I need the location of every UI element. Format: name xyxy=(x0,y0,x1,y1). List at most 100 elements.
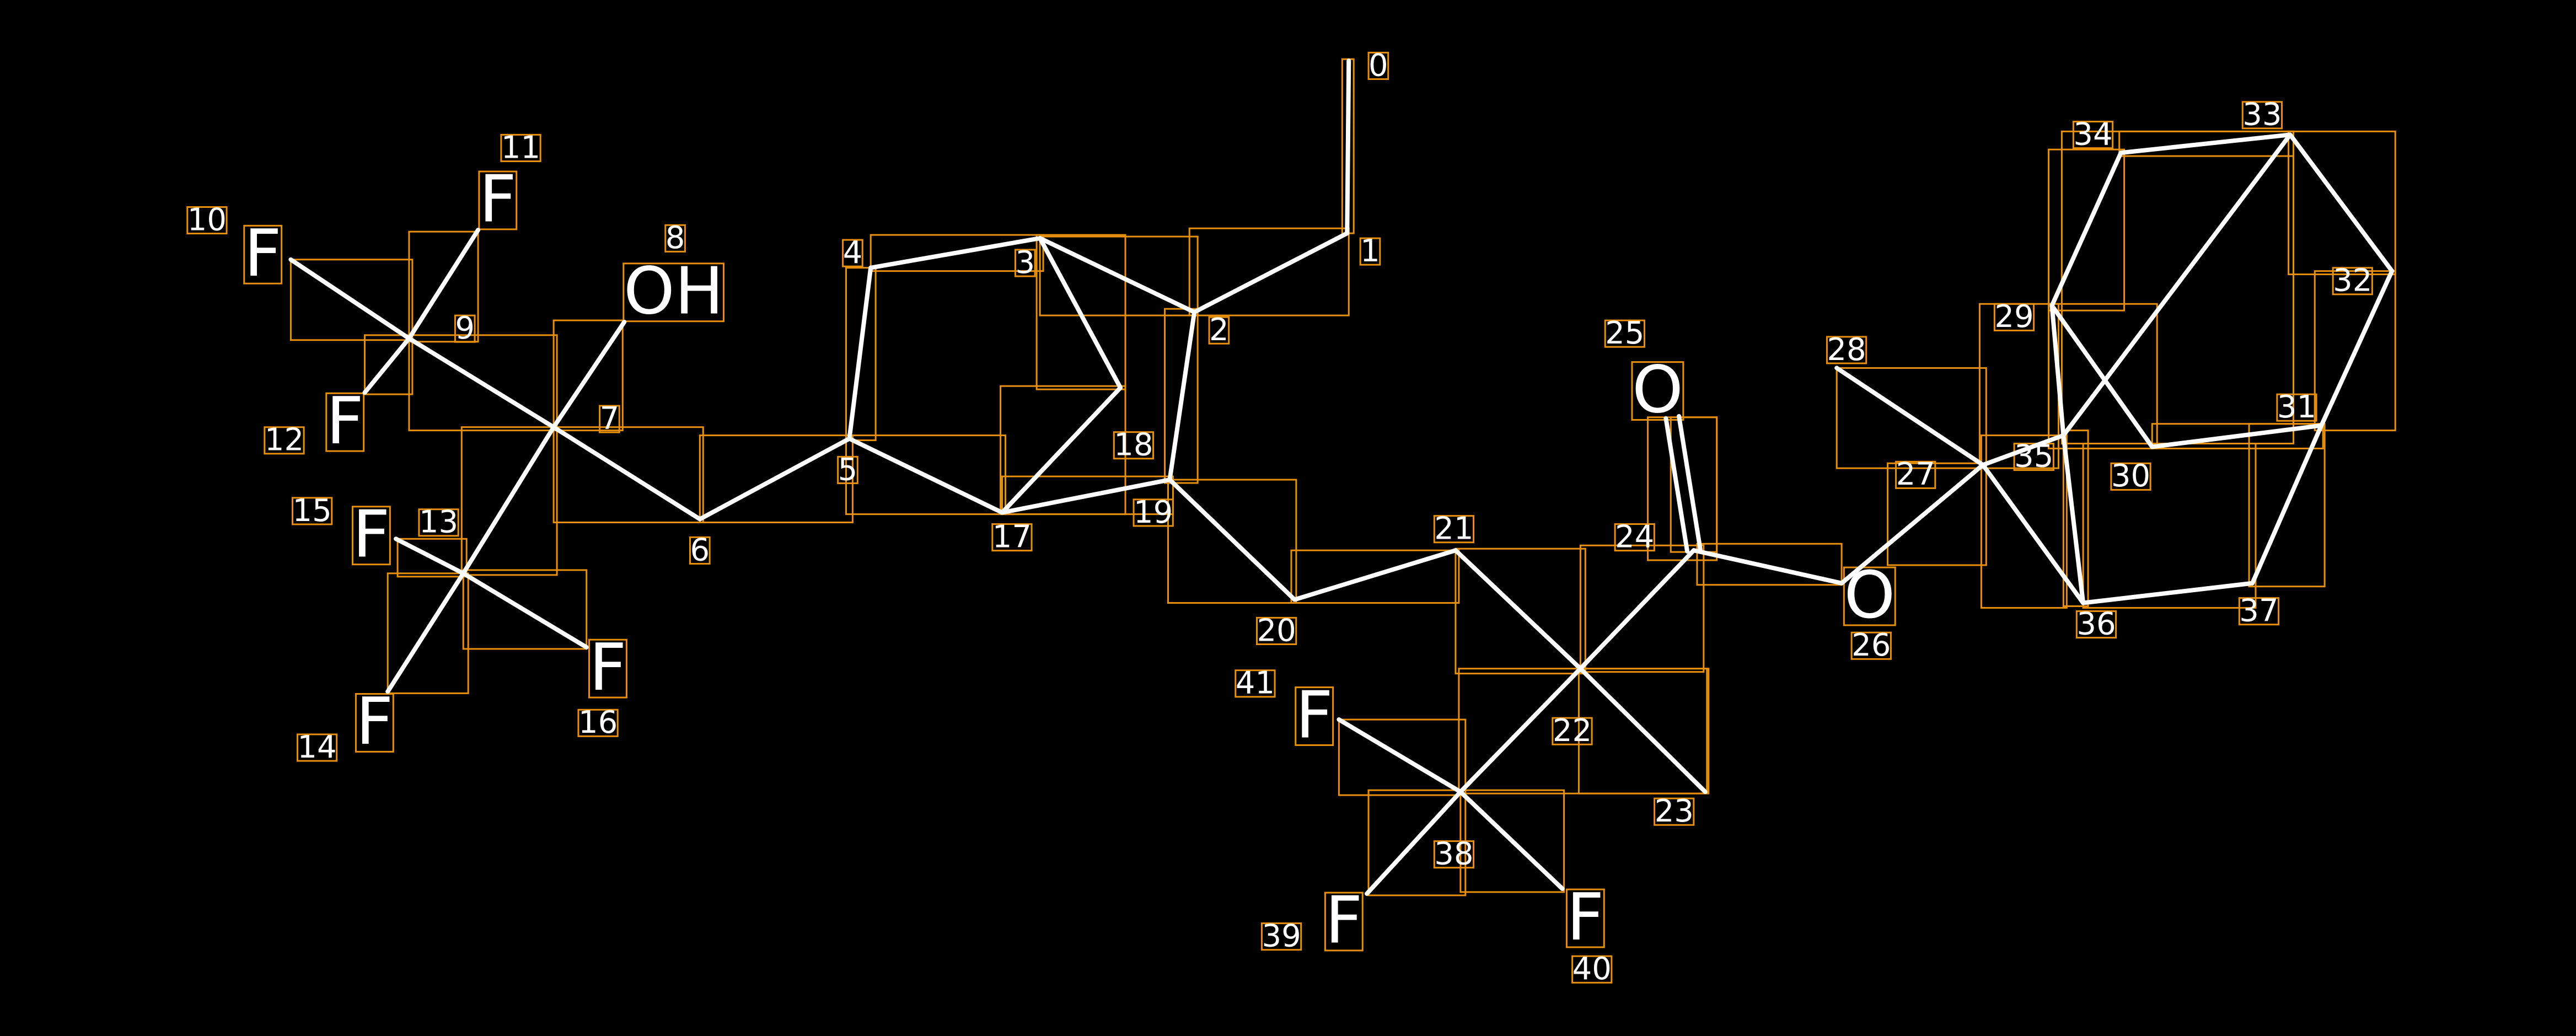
atom-index-box-17 xyxy=(991,523,1033,552)
annotation-box xyxy=(845,434,1007,516)
annotation-box xyxy=(1696,543,1843,586)
atom-index-12: 12 xyxy=(265,422,304,458)
atom-index-7: 7 xyxy=(600,401,620,437)
annotation-box xyxy=(1035,234,1126,390)
atom-label-box-39 xyxy=(1324,892,1364,952)
atom-index-37: 37 xyxy=(2239,593,2278,629)
atom-label-15: F xyxy=(352,496,390,572)
annotation-box xyxy=(699,434,854,524)
annotation-box xyxy=(2288,130,2396,276)
annotation-box xyxy=(408,230,479,343)
atom-label-11: F xyxy=(479,161,517,237)
atom-label-box-26 xyxy=(1843,566,1896,626)
bond-5-17 xyxy=(847,436,1005,515)
annotation-box xyxy=(2082,442,2257,609)
atom-index-3: 3 xyxy=(1015,245,1035,281)
atom-label-8: OH xyxy=(624,253,724,329)
bond-7-13 xyxy=(461,425,556,576)
atom-index-box-4 xyxy=(842,239,863,267)
atom-index-box-18 xyxy=(1113,431,1155,460)
bond-20-21 xyxy=(1292,548,1458,602)
bond-4-5 xyxy=(847,265,873,441)
atom-index-15: 15 xyxy=(292,493,331,529)
atom-index-box-21 xyxy=(1433,515,1475,544)
bond-19-20 xyxy=(1167,477,1297,602)
bond-22-23 xyxy=(1578,666,1708,795)
atom-label-box-11 xyxy=(478,170,518,230)
atom-label-26: O xyxy=(1844,557,1895,633)
atom-index-box-7 xyxy=(599,405,620,433)
atom-index-box-12 xyxy=(264,426,305,455)
atom-index-24: 24 xyxy=(1615,519,1654,555)
atom-index-box-19 xyxy=(1133,498,1174,527)
atom-label-box-8 xyxy=(622,262,724,323)
bond-2-3 xyxy=(1038,236,1197,315)
annotation-box xyxy=(1579,544,1705,673)
annotation-box xyxy=(870,234,1044,272)
bond-27-28 xyxy=(1834,366,1985,468)
atom-index-box-10 xyxy=(186,206,228,235)
atom-index-32: 32 xyxy=(2333,263,2372,299)
atom-index-1: 1 xyxy=(1360,233,1380,269)
atom-index-box-16 xyxy=(577,708,619,737)
bond-9-12 xyxy=(362,336,411,395)
bond-30-31 xyxy=(2150,423,2324,449)
annotation-box xyxy=(289,259,414,341)
atom-label-box-10 xyxy=(243,224,283,285)
annotation-boxes xyxy=(186,51,2396,984)
bond-7-9 xyxy=(406,336,556,430)
atom-label-40: F xyxy=(1566,879,1604,955)
annotation-box xyxy=(462,569,588,650)
atom-index-18: 18 xyxy=(1114,427,1153,463)
atom-index-8: 8 xyxy=(666,220,685,256)
atom-index-box-35 xyxy=(2013,443,2054,471)
bond-27-35 xyxy=(1981,433,2066,468)
annotation-box xyxy=(552,319,624,432)
bond-31-32 xyxy=(2319,269,2395,428)
atom-index-box-36 xyxy=(2075,610,2117,639)
atom-label-12: F xyxy=(326,383,364,459)
bond-9-11 xyxy=(406,228,481,341)
bond-33-34 xyxy=(2118,132,2293,155)
annotation-box xyxy=(2151,423,2324,449)
annotation-box xyxy=(387,572,469,694)
atom-index-box-6 xyxy=(689,536,711,565)
atom-index-box-41 xyxy=(1235,669,1276,698)
atom-index-box-34 xyxy=(2072,121,2114,149)
atom-index-box-39 xyxy=(1260,922,1302,951)
atom-index-box-3 xyxy=(1014,249,1036,277)
atom-index-22: 22 xyxy=(1553,713,1592,749)
atom-index-2: 2 xyxy=(1209,312,1229,348)
atom-index-box-24 xyxy=(1614,523,1655,552)
annotation-box xyxy=(1001,475,1174,516)
annotation-box xyxy=(396,538,468,578)
bonds-layer xyxy=(288,58,2395,896)
atom-index-30: 30 xyxy=(2111,458,2150,494)
atom-label-41: F xyxy=(1296,677,1333,753)
atom-index-11: 11 xyxy=(501,130,540,165)
atom-index-14: 14 xyxy=(297,729,336,765)
atom-index-box-38 xyxy=(1433,840,1475,869)
atom-index-17: 17 xyxy=(992,519,1032,555)
atom-label-box-40 xyxy=(1565,888,1605,948)
bond-37-31 xyxy=(2250,423,2324,586)
bond-19-2 xyxy=(1167,310,1197,482)
atom-index-box-1 xyxy=(1359,237,1381,266)
atom-index-34: 34 xyxy=(2073,116,2112,152)
atom-index-box-0 xyxy=(1367,51,1389,80)
annotation-box xyxy=(1577,668,1710,795)
annotation-box xyxy=(1887,462,1987,566)
atom-label-25: O xyxy=(1632,351,1683,427)
atom-label-box-16 xyxy=(588,638,627,699)
atom-index-box-20 xyxy=(1256,616,1297,645)
atom-index-9: 9 xyxy=(455,310,475,346)
annotation-box xyxy=(552,426,704,524)
annotation-box xyxy=(845,267,877,442)
atom-index-13: 13 xyxy=(419,504,458,540)
atom-index-41: 41 xyxy=(1236,665,1275,701)
atom-label-box-12 xyxy=(325,392,365,452)
atom-index-box-25 xyxy=(1604,319,1645,348)
bond-22-24 xyxy=(1578,548,1696,671)
atom-index-35: 35 xyxy=(2014,438,2053,474)
